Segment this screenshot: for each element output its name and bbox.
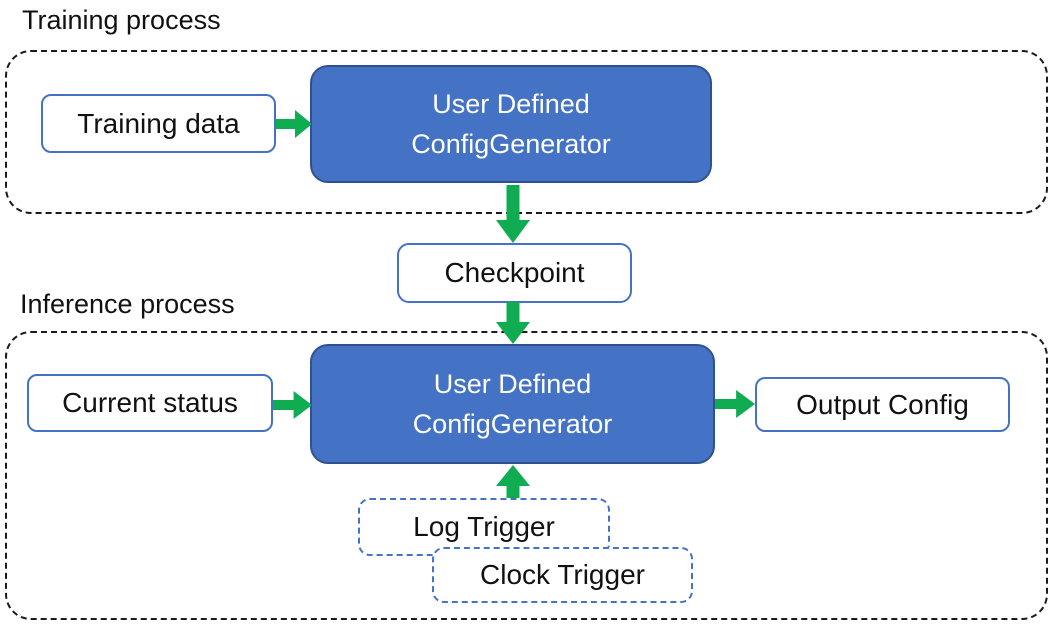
training-generator-line1: User Defined: [432, 89, 590, 119]
training-container: [5, 50, 1048, 214]
output-config-box: Output Config: [755, 377, 1010, 432]
clock-trigger-box: Clock Trigger: [432, 547, 693, 603]
inference-generator-box: User Defined ConfigGenerator: [310, 344, 715, 464]
inference-container: [5, 331, 1048, 620]
training-generator-line2: ConfigGenerator: [411, 129, 611, 159]
inference-generator-line1: User Defined: [433, 369, 592, 399]
log-trigger-label: Log Trigger: [413, 511, 555, 542]
inference-generator-line2: ConfigGenerator: [412, 409, 613, 439]
arrow-right-icon: [273, 390, 312, 420]
checkpoint-label: Checkpoint: [444, 257, 585, 288]
arrow-right-icon: [276, 109, 312, 139]
training-process-label: Training process: [22, 5, 221, 35]
training-data-label: Training data: [77, 107, 240, 139]
training-data-box: Training data: [41, 94, 276, 153]
clock-trigger-label: Clock Trigger: [480, 559, 645, 590]
arrow-right-icon: [715, 389, 755, 419]
training-generator-box: User Defined ConfigGenerator: [310, 65, 712, 183]
arrow-up-icon: [496, 465, 530, 498]
current-status-label: Current status: [62, 387, 238, 418]
arrow-down-icon: [496, 302, 530, 344]
checkpoint-box: Checkpoint: [397, 243, 632, 303]
arrow-down-icon: [496, 185, 530, 243]
output-config-label: Output Config: [796, 388, 969, 420]
inference-process-label: Inference process: [20, 289, 235, 319]
current-status-box: Current status: [27, 374, 273, 432]
log-trigger-box: Log Trigger: [358, 498, 610, 556]
